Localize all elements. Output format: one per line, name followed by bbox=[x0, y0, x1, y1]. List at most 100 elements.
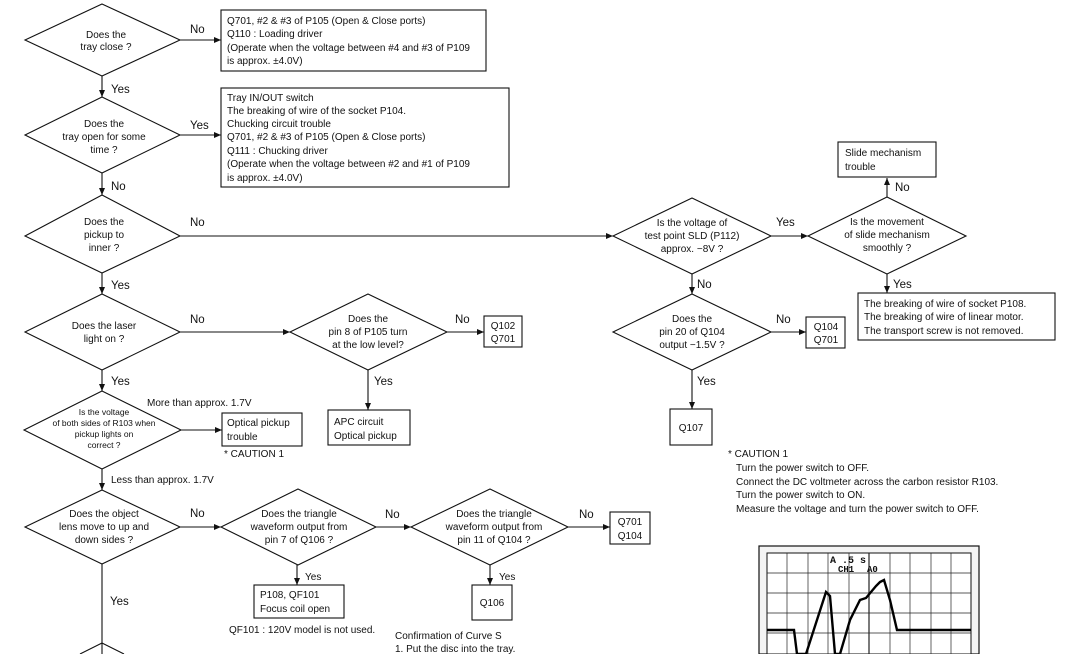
decision-text: Is the movement bbox=[850, 217, 924, 228]
box-text: Slide mechanism bbox=[845, 148, 921, 159]
result-box-p108: P108, QF101 Focus coil open bbox=[253, 584, 345, 619]
decision-object-lens: Does the object lens move to up and down… bbox=[23, 489, 205, 608]
decision-text: waveform output from bbox=[445, 522, 543, 533]
box-text: APC circuit bbox=[334, 417, 384, 428]
connector-lines bbox=[79, 37, 890, 654]
decision-text: pin 11 of Q104 ? bbox=[457, 535, 531, 546]
box-text: Focus coil open bbox=[260, 604, 330, 615]
yes-label: Yes bbox=[499, 572, 515, 583]
confirm-text: 1. Put the disc into the tray. bbox=[395, 644, 515, 654]
decision-text: tray close ? bbox=[80, 42, 132, 53]
box-text: (Operate when the voltage between #4 and… bbox=[227, 43, 470, 54]
box-text: Q701 bbox=[814, 335, 839, 346]
decision-text: inner ? bbox=[89, 243, 120, 254]
result-box-q106: Q106 bbox=[471, 584, 513, 621]
box-text: Q701 bbox=[618, 517, 643, 528]
yes-label: Yes bbox=[374, 376, 393, 388]
box-text: Q104 bbox=[814, 322, 839, 333]
decision-text: lens move to up and bbox=[59, 522, 149, 533]
result-box-q102: Q102 Q701 bbox=[483, 315, 523, 348]
no-label: No bbox=[190, 314, 205, 326]
box-text: Q110 : Loading driver bbox=[227, 29, 323, 40]
more-label: More than approx. 1.7V bbox=[147, 398, 252, 409]
caution-line: Turn the power switch to OFF. bbox=[736, 463, 869, 474]
decision-text: test point SLD (P112) bbox=[645, 231, 740, 242]
decision-text: down sides ? bbox=[75, 535, 134, 546]
caution-ref: * CAUTION 1 bbox=[224, 449, 284, 460]
no-label: No bbox=[579, 509, 594, 521]
box-text: Tray IN/OUT switch bbox=[227, 93, 314, 104]
box-text: Q104 bbox=[618, 531, 643, 542]
note-qf101: QF101 : 120V model is not used. bbox=[229, 625, 375, 636]
box-text: Optical pickup bbox=[227, 418, 290, 429]
decision-pin20-q104: Does the pin 20 of Q104 output −1.5V ? N… bbox=[611, 293, 791, 388]
yes-label: Yes bbox=[305, 572, 321, 583]
decision-text: of both sides of R103 when bbox=[52, 418, 155, 428]
decision-pickup-inner: Does the pickup to inner ? No Yes bbox=[23, 194, 205, 292]
caution-1-block: * CAUTION 1 Turn the power switch to OFF… bbox=[728, 449, 998, 515]
box-text: Q701, #2 & #3 of P105 (Open & Close port… bbox=[227, 132, 425, 143]
confirmation-note: Confirmation of Curve S 1. Put the disc … bbox=[395, 631, 515, 654]
decision-text: of slide mechanism bbox=[844, 230, 930, 241]
decision-text: Does the triangle bbox=[261, 509, 337, 520]
box-text: Q106 bbox=[480, 598, 505, 609]
scope-value: A0 bbox=[867, 565, 878, 575]
yes-label: Yes bbox=[111, 376, 130, 388]
box-text: P108, QF101 bbox=[260, 590, 320, 601]
box-text: The breaking of wire of the socket P104. bbox=[227, 106, 406, 117]
box-text: Q701, #2 & #3 of P105 (Open & Close port… bbox=[227, 16, 425, 27]
box-text: is approx. ±4.0V) bbox=[227, 56, 303, 67]
decision-tray-close: Does the tray close ? No Yes bbox=[23, 3, 205, 96]
no-label: No bbox=[190, 217, 205, 229]
decision-laser-on: Does the laser light on ? No Yes bbox=[23, 293, 205, 388]
decision-text: waveform output from bbox=[250, 522, 348, 533]
yes-label: Yes bbox=[110, 596, 129, 608]
result-box-chucking: Tray IN/OUT switch The breaking of wire … bbox=[220, 87, 510, 188]
confirm-text: Confirmation of Curve S bbox=[395, 631, 502, 642]
caution-title: * CAUTION 1 bbox=[728, 449, 788, 460]
decision-text: Does the bbox=[86, 30, 126, 41]
decision-tray-open: Does the tray open for some time ? Yes N… bbox=[23, 96, 209, 193]
result-box-slide-trouble: Slide mechanism trouble bbox=[837, 141, 937, 178]
caution-line: Measure the voltage and turn the power s… bbox=[736, 504, 979, 515]
yes-label: Yes bbox=[190, 120, 209, 132]
decision-text: pin 20 of Q104 bbox=[659, 327, 725, 338]
decision-sld-voltage: Is the voltage of test point SLD (P112) … bbox=[611, 197, 795, 291]
decision-text: pin 7 of Q106 ? bbox=[265, 535, 334, 546]
decision-text: Does the bbox=[672, 314, 712, 325]
less-label: Less than approx. 1.7V bbox=[111, 475, 214, 486]
box-text: The breaking of wire of socket P108. bbox=[864, 299, 1026, 310]
result-box-optical: Optical pickup trouble * CAUTION 1 bbox=[221, 412, 303, 460]
box-text: trouble bbox=[227, 432, 258, 443]
decision-text: Does the bbox=[348, 314, 388, 325]
decision-pin8-p105: Does the pin 8 of P105 turn at the low l… bbox=[288, 293, 470, 388]
decision-text: at the low level? bbox=[332, 340, 404, 351]
box-text: (Operate when the voltage between #2 and… bbox=[227, 159, 470, 170]
no-label: No bbox=[895, 182, 910, 194]
result-box-q104-q701: Q104 Q701 bbox=[805, 316, 846, 349]
yes-label: Yes bbox=[111, 280, 130, 292]
decision-text: Does the triangle bbox=[456, 509, 532, 520]
result-box-socket-p108: The breaking of wire of socket P108. The… bbox=[857, 292, 1056, 341]
box-text: is approx. ±4.0V) bbox=[227, 173, 303, 184]
caution-line: Turn the power switch to ON. bbox=[736, 490, 865, 501]
no-label: No bbox=[190, 508, 205, 520]
decision-text: light on ? bbox=[84, 334, 125, 345]
box-text: Q701 bbox=[491, 334, 516, 345]
no-label: No bbox=[385, 509, 400, 521]
yes-label: Yes bbox=[111, 84, 130, 96]
decision-text: output −1.5V ? bbox=[659, 340, 725, 351]
decision-text: approx. −8V ? bbox=[661, 244, 724, 255]
box-text: Q102 bbox=[491, 321, 516, 332]
oscilloscope-waveform: A .5 s CH1 A0 bbox=[758, 545, 980, 654]
box-text: Q107 bbox=[679, 423, 704, 434]
box-text: The transport screw is not removed. bbox=[864, 326, 1024, 337]
decision-text: Is the voltage bbox=[79, 407, 130, 417]
decision-text: pickup to bbox=[84, 230, 124, 241]
box-text: Optical pickup bbox=[334, 431, 397, 442]
decision-text: pickup lights on bbox=[75, 429, 134, 439]
yes-label: Yes bbox=[893, 279, 912, 291]
no-label: No bbox=[455, 314, 470, 326]
decision-text: Does the object bbox=[69, 509, 139, 520]
